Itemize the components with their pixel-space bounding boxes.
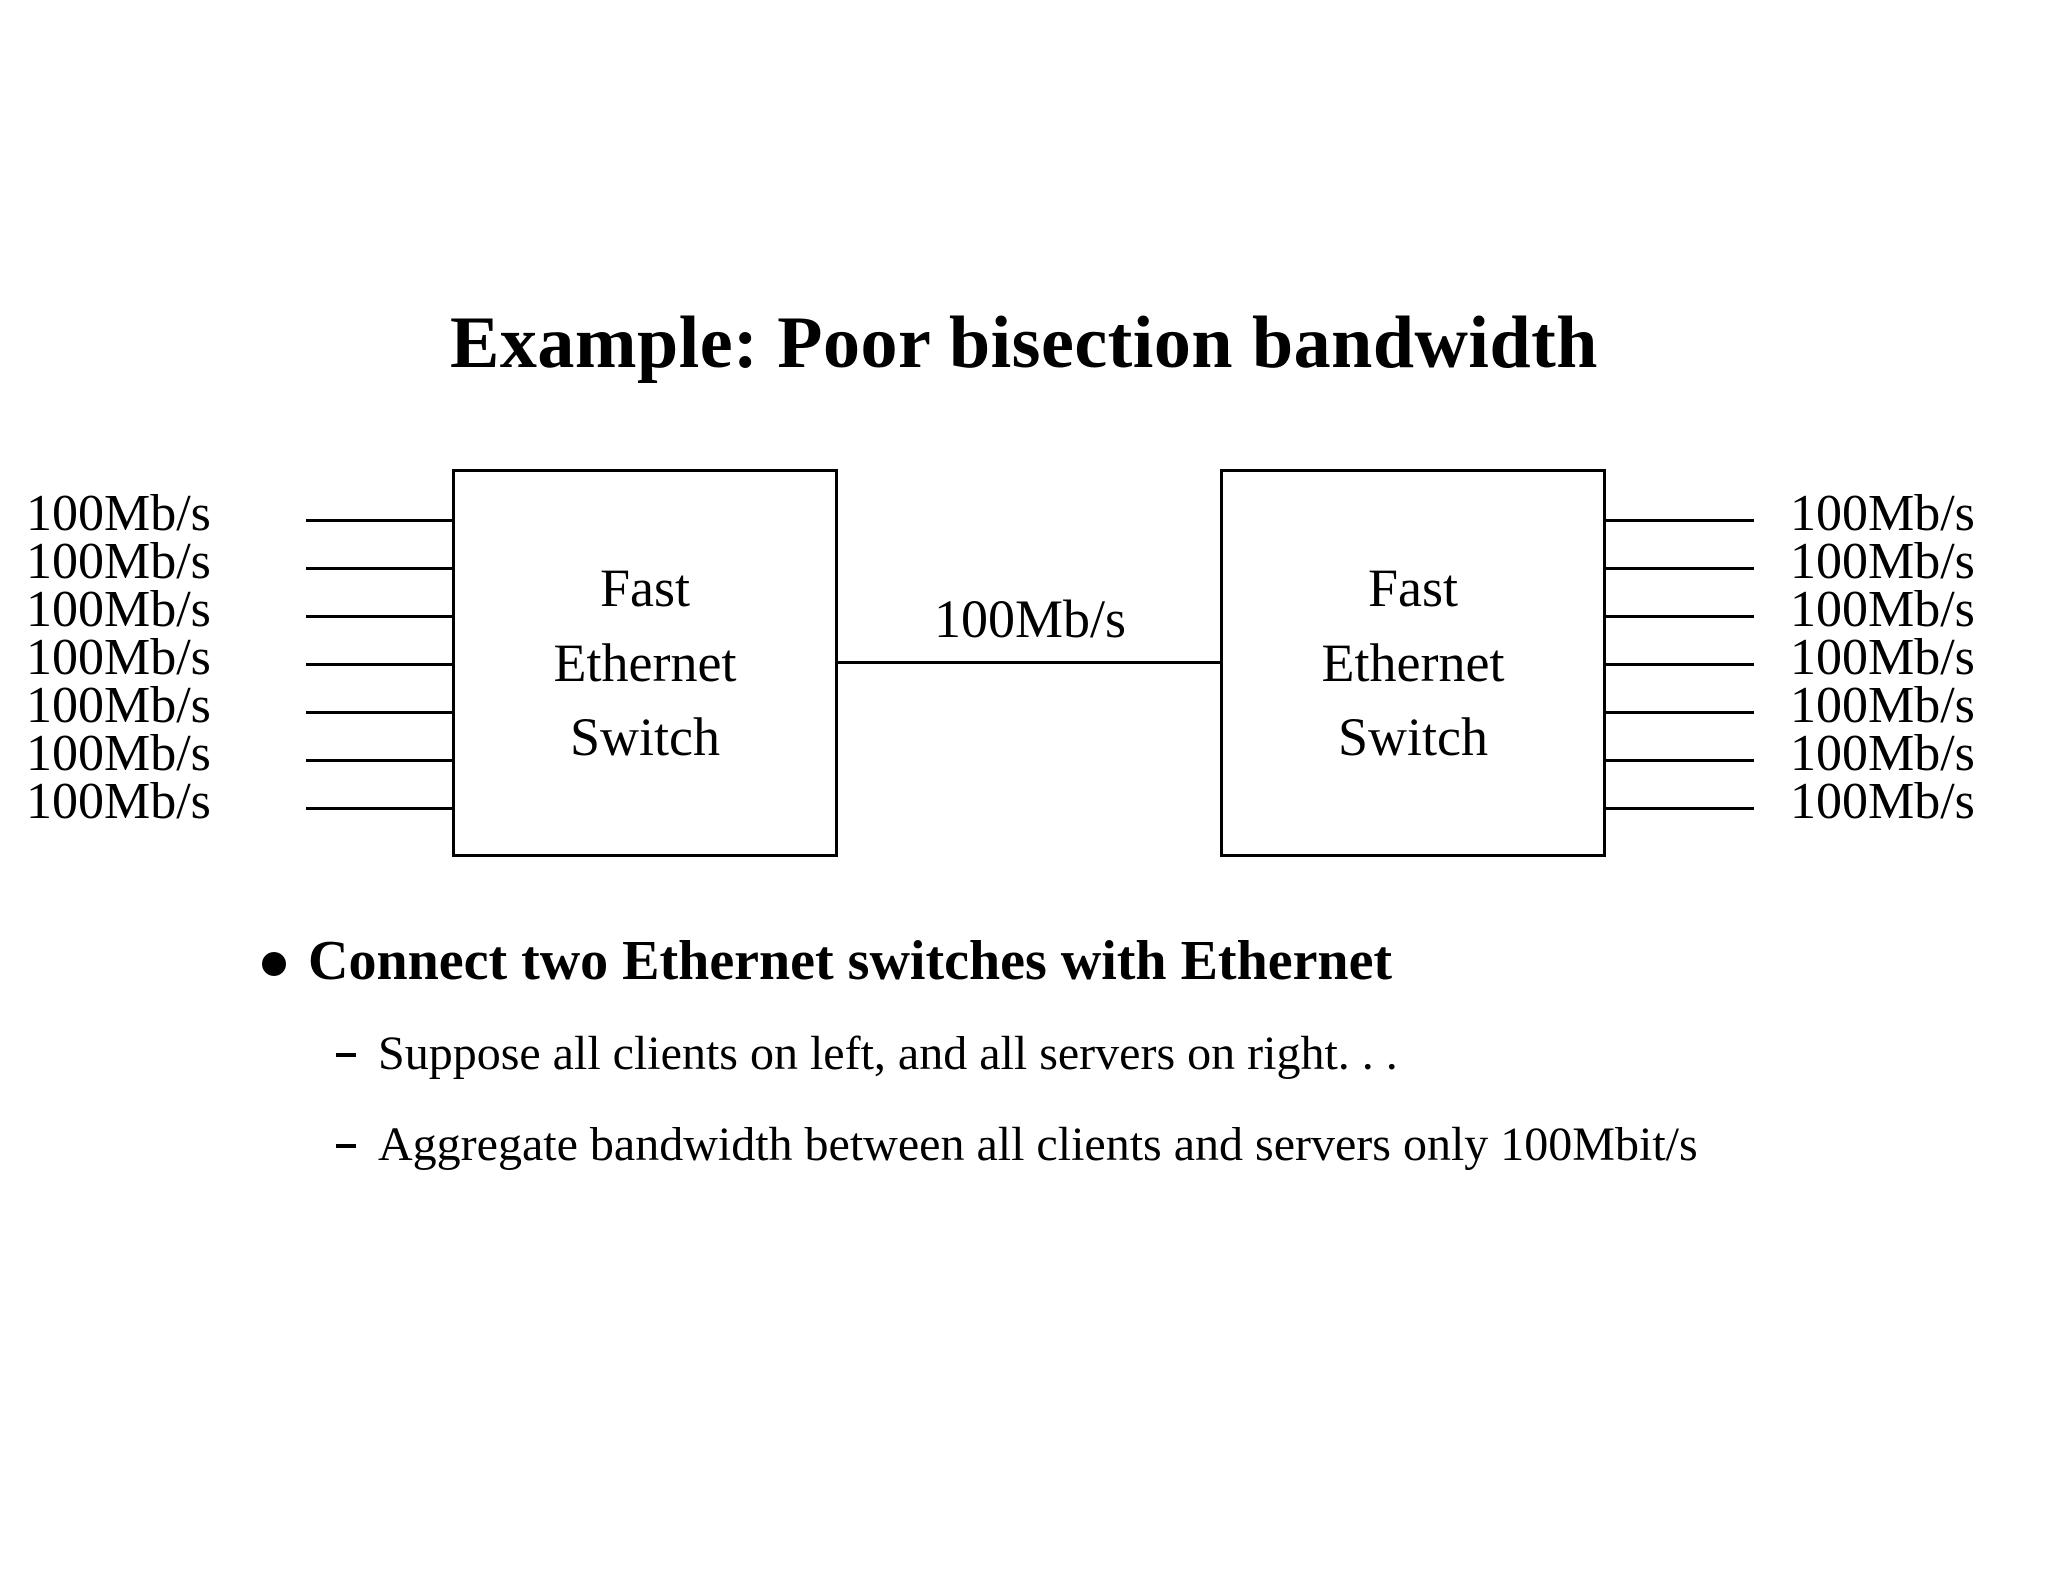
- left-port-label-7: 100Mb/s: [26, 773, 211, 830]
- right-switch-box: Fast Ethernet Switch: [1220, 469, 1606, 857]
- left-switch-line-2: Ethernet: [553, 632, 737, 693]
- trunk-link-line: [838, 661, 1222, 664]
- left-port-line-7: [306, 807, 454, 810]
- right-port-label-1: 100Mb/s: [1790, 485, 1975, 542]
- right-port-line-6: [1606, 759, 1754, 762]
- left-port-line-2: [306, 567, 454, 570]
- right-switch-line-3: Switch: [1337, 707, 1488, 768]
- bullet-dot-icon: [262, 952, 286, 976]
- bullet-list: Connect two Ethernet switches with Ether…: [262, 930, 2022, 1176]
- left-switch-box: Fast Ethernet Switch: [452, 469, 838, 857]
- right-port-line-2: [1606, 567, 1754, 570]
- trunk-bandwidth-label: 100Mb/s: [933, 589, 1127, 649]
- left-port-label-5: 100Mb/s: [26, 677, 211, 734]
- right-port-line-4: [1606, 663, 1754, 666]
- sub-bullet-item-2: Aggregate bandwidth between all clients …: [262, 1114, 2022, 1175]
- bullet-main-text: Connect two Ethernet switches with Ether…: [308, 930, 1393, 992]
- left-switch-line-1: Fast: [599, 558, 691, 619]
- right-port-label-5: 100Mb/s: [1790, 677, 1975, 734]
- bullet-item-main: Connect two Ethernet switches with Ether…: [262, 930, 2022, 993]
- sub-bullet-text-1: Suppose all clients on left, and all ser…: [378, 1026, 1398, 1080]
- page-title: Example: Poor bisection bandwidth: [450, 302, 1598, 384]
- left-port-label-3: 100Mb/s: [26, 581, 211, 638]
- right-port-label-4: 100Mb/s: [1790, 629, 1975, 686]
- right-port-line-7: [1606, 807, 1754, 810]
- dash-bullet-icon: [336, 1144, 356, 1149]
- left-switch-line-3: Switch: [569, 707, 720, 768]
- right-port-line-5: [1606, 711, 1754, 714]
- right-switch-line-1: Fast: [1367, 558, 1459, 619]
- sub-bullet-item-1: Suppose all clients on left, and all ser…: [262, 1023, 2022, 1084]
- left-port-label-2: 100Mb/s: [26, 533, 211, 590]
- left-port-line-6: [306, 759, 454, 762]
- sub-bullet-text-2: Aggregate bandwidth between all clients …: [378, 1118, 1698, 1172]
- right-port-line-3: [1606, 615, 1754, 618]
- left-port-line-3: [306, 615, 454, 618]
- right-port-label-6: 100Mb/s: [1790, 725, 1975, 782]
- left-port-label-4: 100Mb/s: [26, 629, 211, 686]
- left-port-label-6: 100Mb/s: [26, 725, 211, 782]
- right-port-label-7: 100Mb/s: [1790, 773, 1975, 830]
- left-port-line-1: [306, 519, 454, 522]
- right-port-label-3: 100Mb/s: [1790, 581, 1975, 638]
- left-port-line-5: [306, 711, 454, 714]
- right-switch-line-2: Ethernet: [1321, 632, 1505, 693]
- right-port-label-2: 100Mb/s: [1790, 533, 1975, 590]
- left-port-line-4: [306, 663, 454, 666]
- right-port-line-1: [1606, 519, 1754, 522]
- dash-bullet-icon: [336, 1052, 356, 1057]
- left-port-label-1: 100Mb/s: [26, 485, 211, 542]
